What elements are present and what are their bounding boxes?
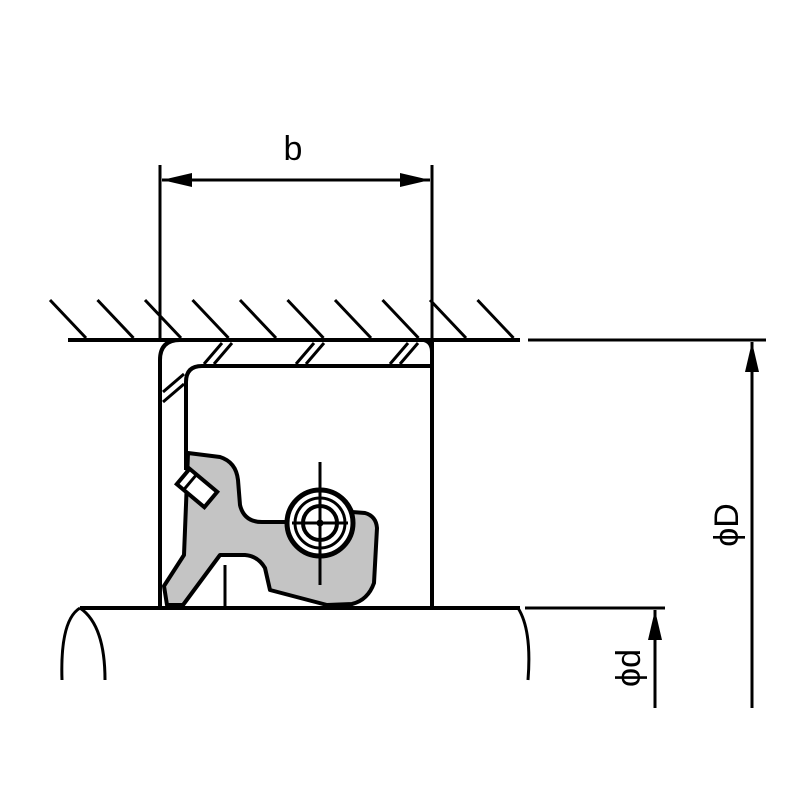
hatch-stroke: [333, 298, 373, 340]
hatch-stroke: [381, 298, 420, 340]
inner-diameter-label: ϕd: [610, 649, 648, 687]
hatch-stroke: [96, 298, 135, 340]
dimension-inner-diameter: [525, 606, 665, 708]
hatch-stroke: [476, 298, 515, 340]
hatch-stroke: [143, 298, 183, 340]
hatch-stroke: [238, 298, 278, 340]
hatch-stroke: [428, 298, 468, 340]
case-insert: [173, 465, 221, 511]
seal-case: [158, 338, 434, 608]
hatch-stroke: [191, 298, 230, 340]
hatch-stroke: [286, 298, 325, 340]
garter-spring: [284, 462, 356, 585]
dimension-b-label: b: [284, 130, 303, 168]
housing-hatching: [48, 298, 520, 342]
shaft: [60, 606, 531, 681]
dimension-b: [158, 165, 434, 340]
hatch-stroke: [48, 298, 88, 340]
dimension-outer-diameter: [528, 338, 766, 708]
outer-diameter-label: ϕD: [708, 503, 746, 547]
